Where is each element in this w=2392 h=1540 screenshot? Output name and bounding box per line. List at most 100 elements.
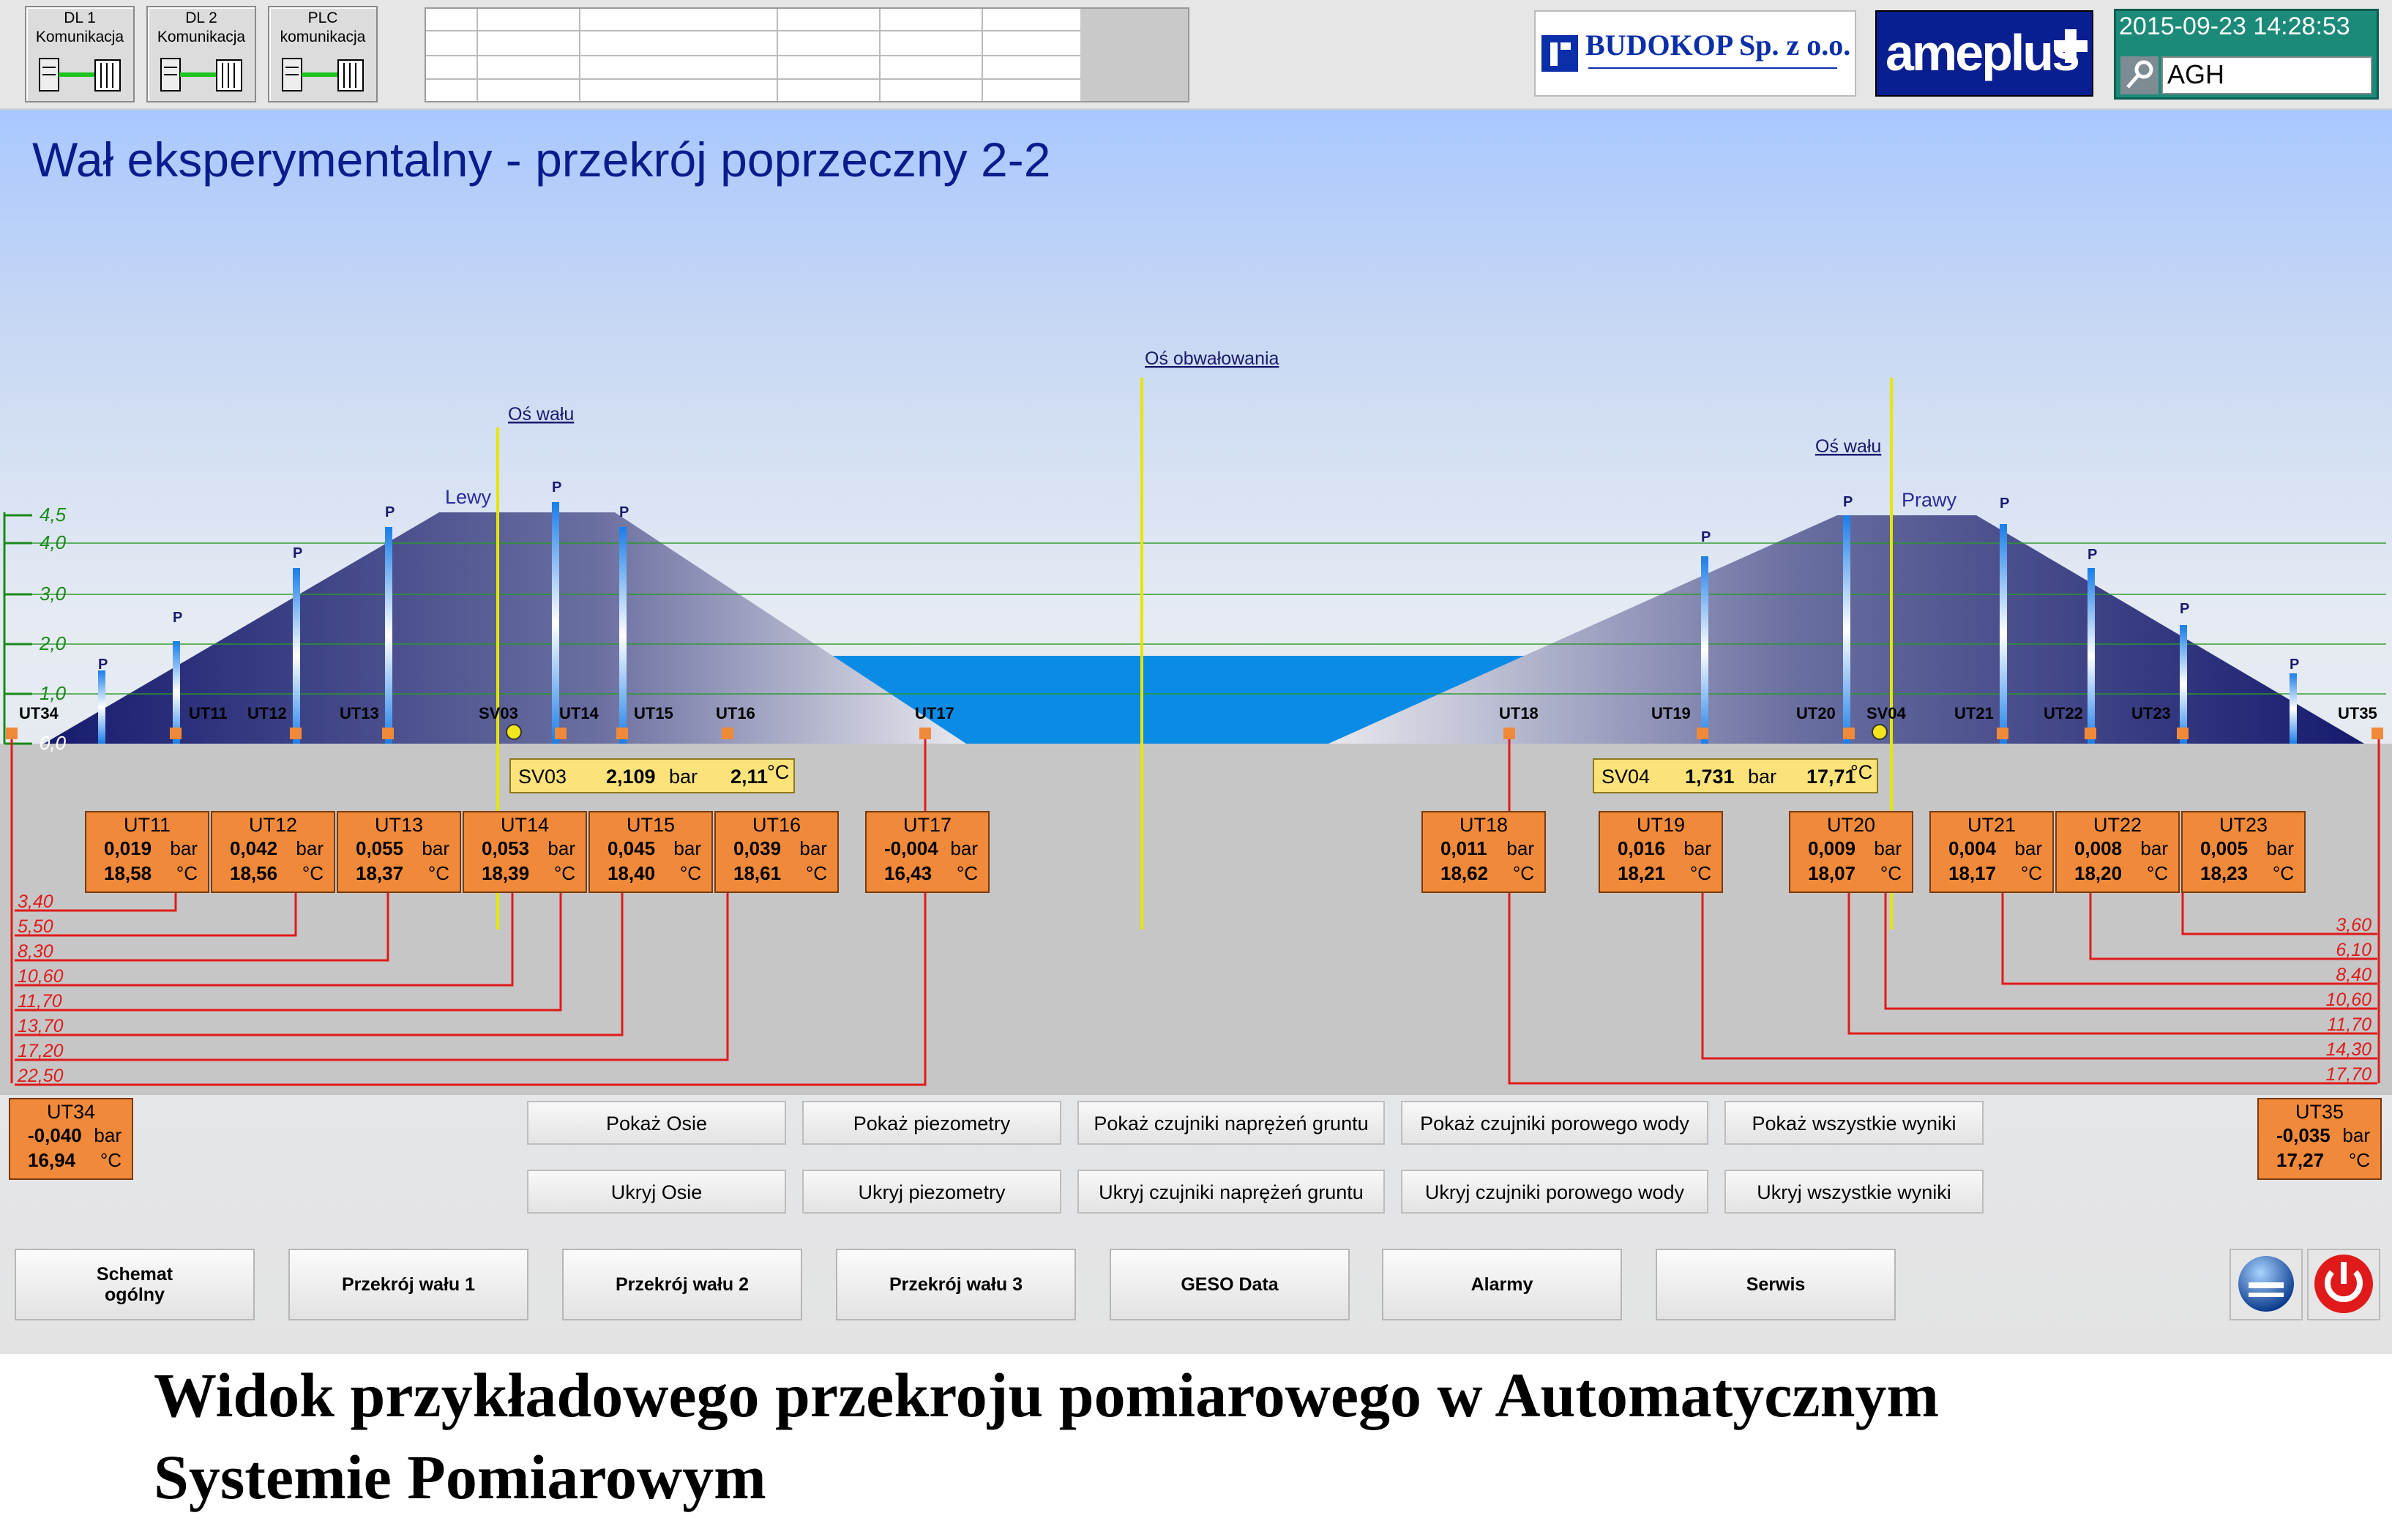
- sensor-unit: °C: [1512, 862, 1534, 884]
- axis-label-left: Oś wału: [508, 404, 574, 425]
- comm-module-dl1[interactable]: DL 1 Komunikacja: [25, 6, 135, 102]
- sensor-unit: bar: [950, 837, 978, 859]
- hide-piezometers-button[interactable]: Ukryj piezometry: [802, 1170, 1061, 1214]
- hide-soil-stress-button[interactable]: Ukryj czujniki naprężeń gruntu: [1077, 1170, 1385, 1214]
- sensor-tag: UT16: [716, 704, 755, 722]
- depth-label: 11,70: [2327, 1014, 2372, 1035]
- show-soil-stress-button[interactable]: Pokaż czujniki naprężeń gruntu: [1077, 1101, 1385, 1145]
- sv03-panel[interactable]: SV03 2,109 bar 2,11 °C: [509, 758, 795, 793]
- logout-button[interactable]: [2230, 1249, 2303, 1320]
- left-dike: [44, 512, 966, 744]
- sensor-name: UT12: [248, 814, 298, 836]
- sensor-marker: [1997, 728, 2008, 739]
- sensor-unit: °C: [100, 1149, 122, 1171]
- sv-temp: 2,11: [730, 766, 769, 788]
- sensor-unit: °C: [302, 862, 324, 884]
- nav-geso-data[interactable]: GESO Data: [1110, 1249, 1350, 1320]
- piezometers: P P P P P P P P P P P P: [98, 479, 2299, 744]
- ameplus-logo: ameplus: [1875, 10, 2093, 97]
- sensor-unit: bar: [2140, 837, 2168, 859]
- depth-label: 14,30: [2325, 1039, 2372, 1060]
- piezometer-label: P: [1843, 494, 1853, 510]
- piezometer: [619, 527, 627, 744]
- comm-module-label: DL 1: [64, 10, 96, 26]
- nav-przekroj-2[interactable]: Przekrój wału 2: [562, 1249, 802, 1320]
- depth-label: 3,40: [18, 892, 53, 912]
- show-axes-button[interactable]: Pokaż Osie: [527, 1101, 786, 1145]
- piezometer-label: P: [173, 610, 182, 626]
- sensor-pressure: 0,042: [230, 837, 278, 859]
- piezometer-label: P: [2000, 496, 2009, 512]
- nav-przekroj-1[interactable]: Przekrój wału 1: [288, 1249, 528, 1320]
- show-pore-water-button[interactable]: Pokaż czujniki porowego wody: [1401, 1101, 1708, 1145]
- hide-all-results-button[interactable]: Ukryj wszystkie wyniki: [1724, 1170, 1984, 1214]
- sensor-unit: bar: [1874, 837, 1902, 859]
- sensor-unit: °C: [427, 862, 449, 884]
- sensor-pressure: 0,019: [104, 837, 152, 859]
- hide-pore-water-button[interactable]: Ukryj czujniki porowego wody: [1401, 1170, 1708, 1214]
- power-button[interactable]: [2307, 1249, 2380, 1320]
- sensor-tag: SV04: [1866, 704, 1907, 722]
- sensor-name: UT19: [1636, 814, 1686, 836]
- sensor-tag: UT23: [2131, 704, 2171, 722]
- show-all-results-button[interactable]: Pokaż wszystkie wyniki: [1724, 1101, 1984, 1145]
- sensor-temp: 18,20: [2074, 862, 2123, 884]
- sensor-name: UT20: [1826, 814, 1876, 836]
- sensor-temp: 18,61: [733, 862, 782, 884]
- sv04-panel[interactable]: SV04 1,731 bar 17,71 °C: [1593, 758, 1878, 793]
- nav-serwis[interactable]: Serwis: [1656, 1249, 1896, 1320]
- sensor-marker: [919, 728, 931, 739]
- user-field[interactable]: AGH: [2161, 56, 2372, 94]
- user-logout-icon: [2238, 1256, 2294, 1312]
- comm-module-label: Komunikacja: [35, 29, 124, 45]
- comm-module-label: DL 2: [185, 10, 217, 26]
- sensor-marker: [1697, 728, 1708, 739]
- key-icon[interactable]: [2120, 56, 2159, 94]
- piezometer: [385, 527, 392, 744]
- sensor-temp: 18,56: [230, 862, 278, 884]
- hide-axes-button[interactable]: Ukryj Osie: [527, 1170, 786, 1214]
- nav-przekroj-3[interactable]: Przekrój wału 3: [836, 1249, 1076, 1320]
- depth-label: 10,60: [18, 966, 64, 987]
- show-piezometers-button[interactable]: Pokaż piezometry: [802, 1101, 1061, 1145]
- sensor-marker: [1503, 728, 1515, 739]
- sensor-name: UT16: [752, 814, 801, 836]
- sensor-pressure: 0,009: [1808, 837, 1856, 859]
- nav-alarmy[interactable]: Alarmy: [1382, 1249, 1622, 1320]
- depth-label: 6,10: [2336, 940, 2372, 960]
- sensor-pressure: 0,045: [608, 837, 656, 859]
- sensor-marker: [290, 728, 302, 739]
- sensor-tag: SV03: [479, 704, 518, 722]
- sensor-unit: bar: [170, 837, 198, 859]
- sensor-tag: UT12: [247, 704, 287, 722]
- sensor-tag: UT21: [1954, 704, 1994, 722]
- piezometer: [1701, 556, 1708, 744]
- sensor-tag: UT18: [1499, 704, 1539, 722]
- caption-line1: Widok przykładowego przekroju pomiaroweg…: [154, 1360, 1940, 1430]
- sensor-unit: °C: [805, 862, 827, 884]
- piezometer: [2290, 673, 2297, 744]
- piezometer-label: P: [385, 504, 395, 520]
- plus-icon: [2054, 29, 2088, 63]
- sensor-pressure: 0,016: [1618, 837, 1666, 859]
- sensor-name: UT17: [902, 814, 952, 836]
- scale-tick-label: 2,0: [39, 632, 67, 654]
